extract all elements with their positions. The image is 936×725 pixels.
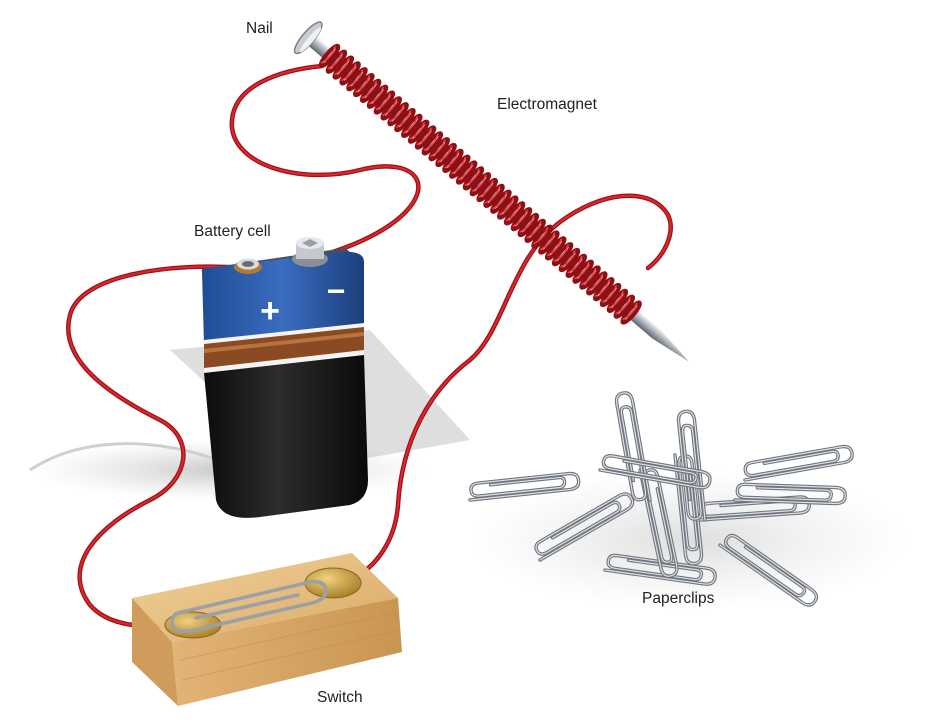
label-electromagnet: Electromagnet (497, 96, 598, 113)
label-battery-cell: Battery cell (194, 223, 271, 240)
nail-tip (652, 329, 693, 366)
paperclip (742, 445, 853, 480)
label-nail: Nail (246, 20, 273, 37)
electromagnet-coil (319, 44, 642, 325)
switch (132, 553, 402, 706)
label-paperclips: Paperclips (642, 590, 715, 607)
label-switch: Switch (317, 689, 363, 706)
battery-plus-sign: + (260, 292, 280, 330)
battery-minus-sign: − (327, 273, 346, 309)
battery-cell: + − (202, 237, 368, 518)
battery-terminal-negative (292, 237, 328, 267)
